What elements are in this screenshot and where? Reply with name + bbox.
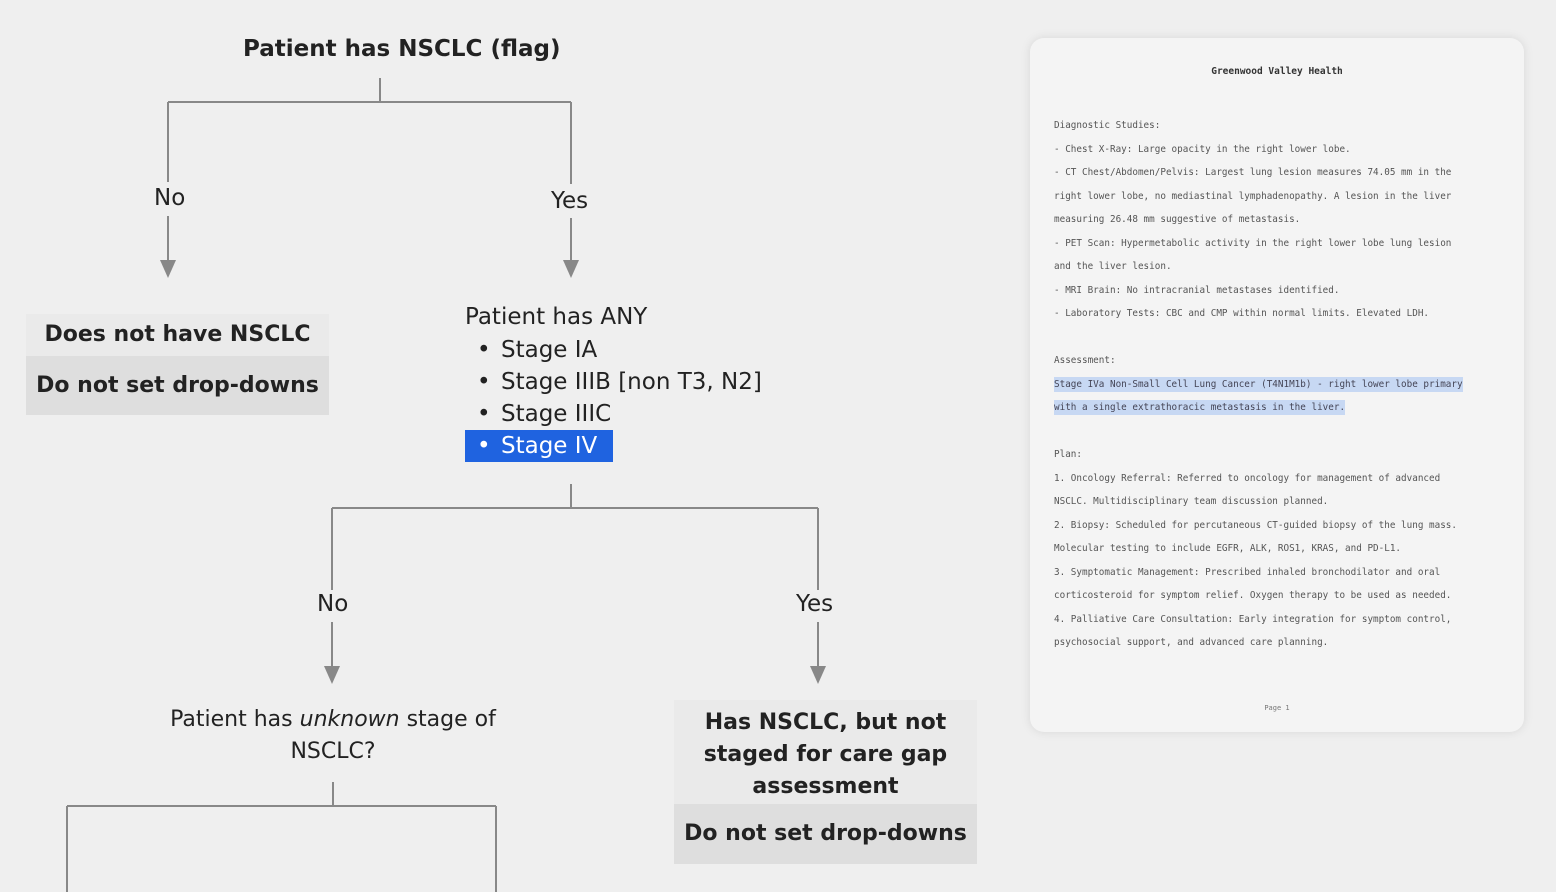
branch2-yes-label: Yes bbox=[796, 591, 834, 617]
criteria-item: •Stage IA bbox=[477, 337, 598, 363]
doc-line: NSCLC. Multidisciplinary team discussion… bbox=[1054, 496, 1329, 507]
root-question: Patient has NSCLC (flag) bbox=[243, 36, 561, 62]
doc-line: 2. Biopsy: Scheduled for percutaneous CT… bbox=[1054, 519, 1457, 531]
doc-line: - PET Scan: Hypermetabolic activity in t… bbox=[1054, 237, 1452, 249]
diagnostic-heading: Diagnostic Studies: bbox=[1054, 120, 1161, 131]
doc-line: - CT Chest/Abdomen/Pelvis: Largest lung … bbox=[1054, 167, 1452, 178]
unknown-stage-question: Patient has unknown stage of NSCLC? bbox=[170, 707, 496, 764]
doc-line: - Chest X-Ray: Large opacity in the righ… bbox=[1054, 143, 1351, 155]
branch2-no-label: No bbox=[317, 591, 349, 617]
no-nsclc-box: Does not have NSCLC Do not set drop-down… bbox=[26, 314, 329, 415]
not-staged-box: Has NSCLC, but not staged for care gap a… bbox=[674, 700, 977, 864]
doc-line: psychosocial support, and advanced care … bbox=[1054, 637, 1329, 648]
doc-line: - MRI Brain: No intracranial metastases … bbox=[1054, 284, 1340, 296]
assessment-highlight[interactable]: Stage IVa Non-Small Cell Lung Cancer (T4… bbox=[1054, 376, 1463, 392]
stage-criteria: Patient has ANY •Stage IA •Stage IIIB [n… bbox=[465, 304, 762, 462]
criteria-item: •Stage IIIB [non T3, N2] bbox=[477, 369, 762, 395]
criteria-list: •Stage IA •Stage IIIB [non T3, N2] •Stag… bbox=[465, 334, 762, 462]
clinical-note-document: Greenwood Valley Health Diagnostic Studi… bbox=[1030, 38, 1524, 732]
criteria-heading: Patient has ANY bbox=[465, 304, 648, 330]
assessment-highlight[interactable]: with a single extrathoracic metastasis i… bbox=[1054, 400, 1346, 415]
doc-line: corticosteroid for symptom relief. Oxyge… bbox=[1054, 590, 1452, 601]
doc-line: 4. Palliative Care Consultation: Early i… bbox=[1054, 613, 1452, 625]
doc-line: - Laboratory Tests: CBC and CMP within n… bbox=[1054, 308, 1430, 319]
doc-line: and the liver lesion. bbox=[1054, 261, 1172, 272]
criteria-item-selected[interactable]: •Stage IV bbox=[465, 430, 613, 462]
document-body: Diagnostic Studies: - Chest X-Ray: Large… bbox=[1054, 114, 1500, 655]
no-nsclc-action: Do not set drop-downs bbox=[26, 356, 329, 415]
not-staged-outcome: Has NSCLC, but not staged for care gap a… bbox=[674, 700, 977, 804]
plan-heading: Plan: bbox=[1054, 449, 1082, 460]
page-number: Page 1 bbox=[1264, 704, 1290, 712]
doc-line: 1. Oncology Referral: Referred to oncolo… bbox=[1054, 472, 1441, 484]
criteria-item: •Stage IIIC bbox=[477, 401, 612, 427]
doc-line: measuring 26.48 mm suggestive of metasta… bbox=[1054, 214, 1301, 225]
document-org-name: Greenwood Valley Health bbox=[1211, 66, 1343, 77]
branch-no-label: No bbox=[154, 185, 186, 211]
doc-line: right lower lobe, no mediastinal lymphad… bbox=[1054, 190, 1452, 202]
not-staged-action: Do not set drop-downs bbox=[674, 804, 977, 864]
doc-line: 3. Symptomatic Management: Prescribed in… bbox=[1054, 566, 1441, 578]
doc-line: Molecular testing to include EGFR, ALK, … bbox=[1054, 543, 1402, 554]
assessment-heading: Assessment: bbox=[1054, 355, 1116, 366]
branch-yes-label: Yes bbox=[551, 188, 589, 214]
no-nsclc-outcome: Does not have NSCLC bbox=[26, 314, 329, 356]
